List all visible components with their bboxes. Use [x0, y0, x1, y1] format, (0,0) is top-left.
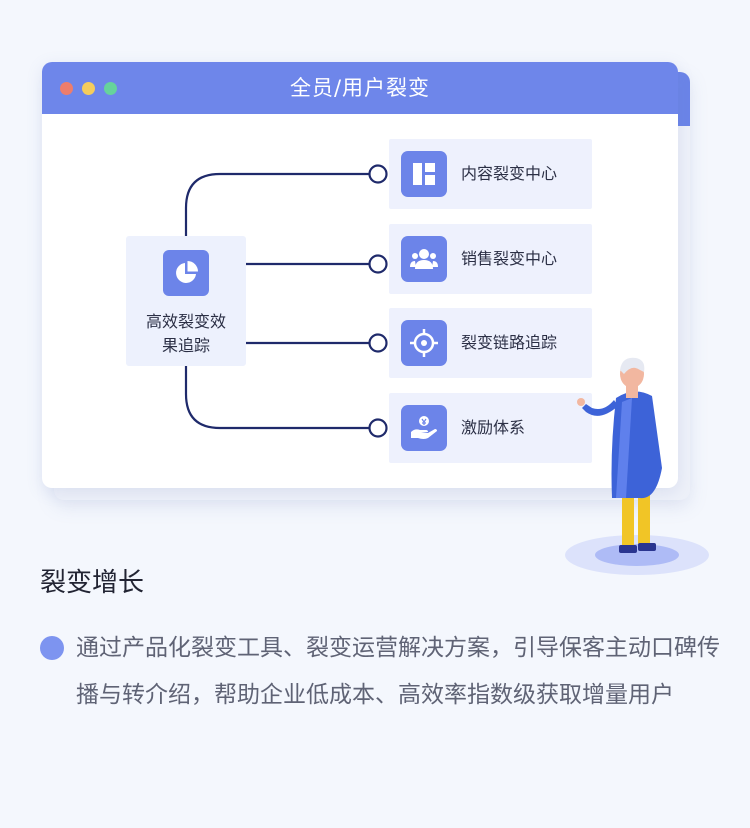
center-node-label: 高效裂变效果追踪: [145, 312, 226, 355]
connector-endpoint-4: [368, 418, 388, 438]
app-window: 全员/用户裂变 高效裂变效果追踪 内容裂变中心: [42, 62, 678, 488]
connector-endpoint-3: [368, 333, 388, 353]
maximize-window-dot[interactable]: [104, 82, 117, 95]
window-shadow-titlebar: [676, 72, 690, 126]
content-fission-center-item[interactable]: 内容裂变中心: [389, 139, 592, 209]
connector-endpoint-1: [368, 164, 388, 184]
connector-endpoint-2: [368, 254, 388, 274]
window-titlebar: 全员/用户裂变: [42, 62, 678, 114]
minimize-window-dot[interactable]: [82, 82, 95, 95]
hand-coin-icon: [401, 405, 447, 451]
sales-fission-center-item[interactable]: 销售裂变中心: [389, 224, 592, 294]
connector-to-item-4: [184, 366, 369, 430]
item-label: 裂变链路追踪: [461, 333, 558, 352]
layout-blocks-icon: [401, 151, 447, 197]
connector-lines: [184, 164, 388, 438]
close-window-dot[interactable]: [60, 82, 73, 95]
item-label: 销售裂变中心: [461, 249, 558, 268]
connector-to-item-1: [184, 172, 369, 236]
pie-chart-icon: [163, 250, 209, 296]
item-label: 激励体系: [461, 418, 526, 437]
pointing-person-illustration: [565, 357, 709, 575]
section-description: 通过产品化裂变工具、裂变运营解决方案，引导保客主动口碑传播与转介绍，帮助企业低成…: [76, 635, 720, 708]
bullet-dot-icon: [40, 636, 64, 660]
incentive-system-item[interactable]: 激励体系: [389, 393, 592, 463]
item-label: 内容裂变中心: [461, 164, 558, 183]
fission-link-tracking-item[interactable]: 裂变链路追踪: [389, 308, 592, 378]
section-title: 裂变增长: [40, 568, 145, 598]
target-icon: [401, 320, 447, 366]
window-title: 全员/用户裂变: [289, 76, 431, 100]
users-icon: [401, 236, 447, 282]
efficiency-tracking-node[interactable]: 高效裂变效果追踪: [126, 236, 246, 366]
